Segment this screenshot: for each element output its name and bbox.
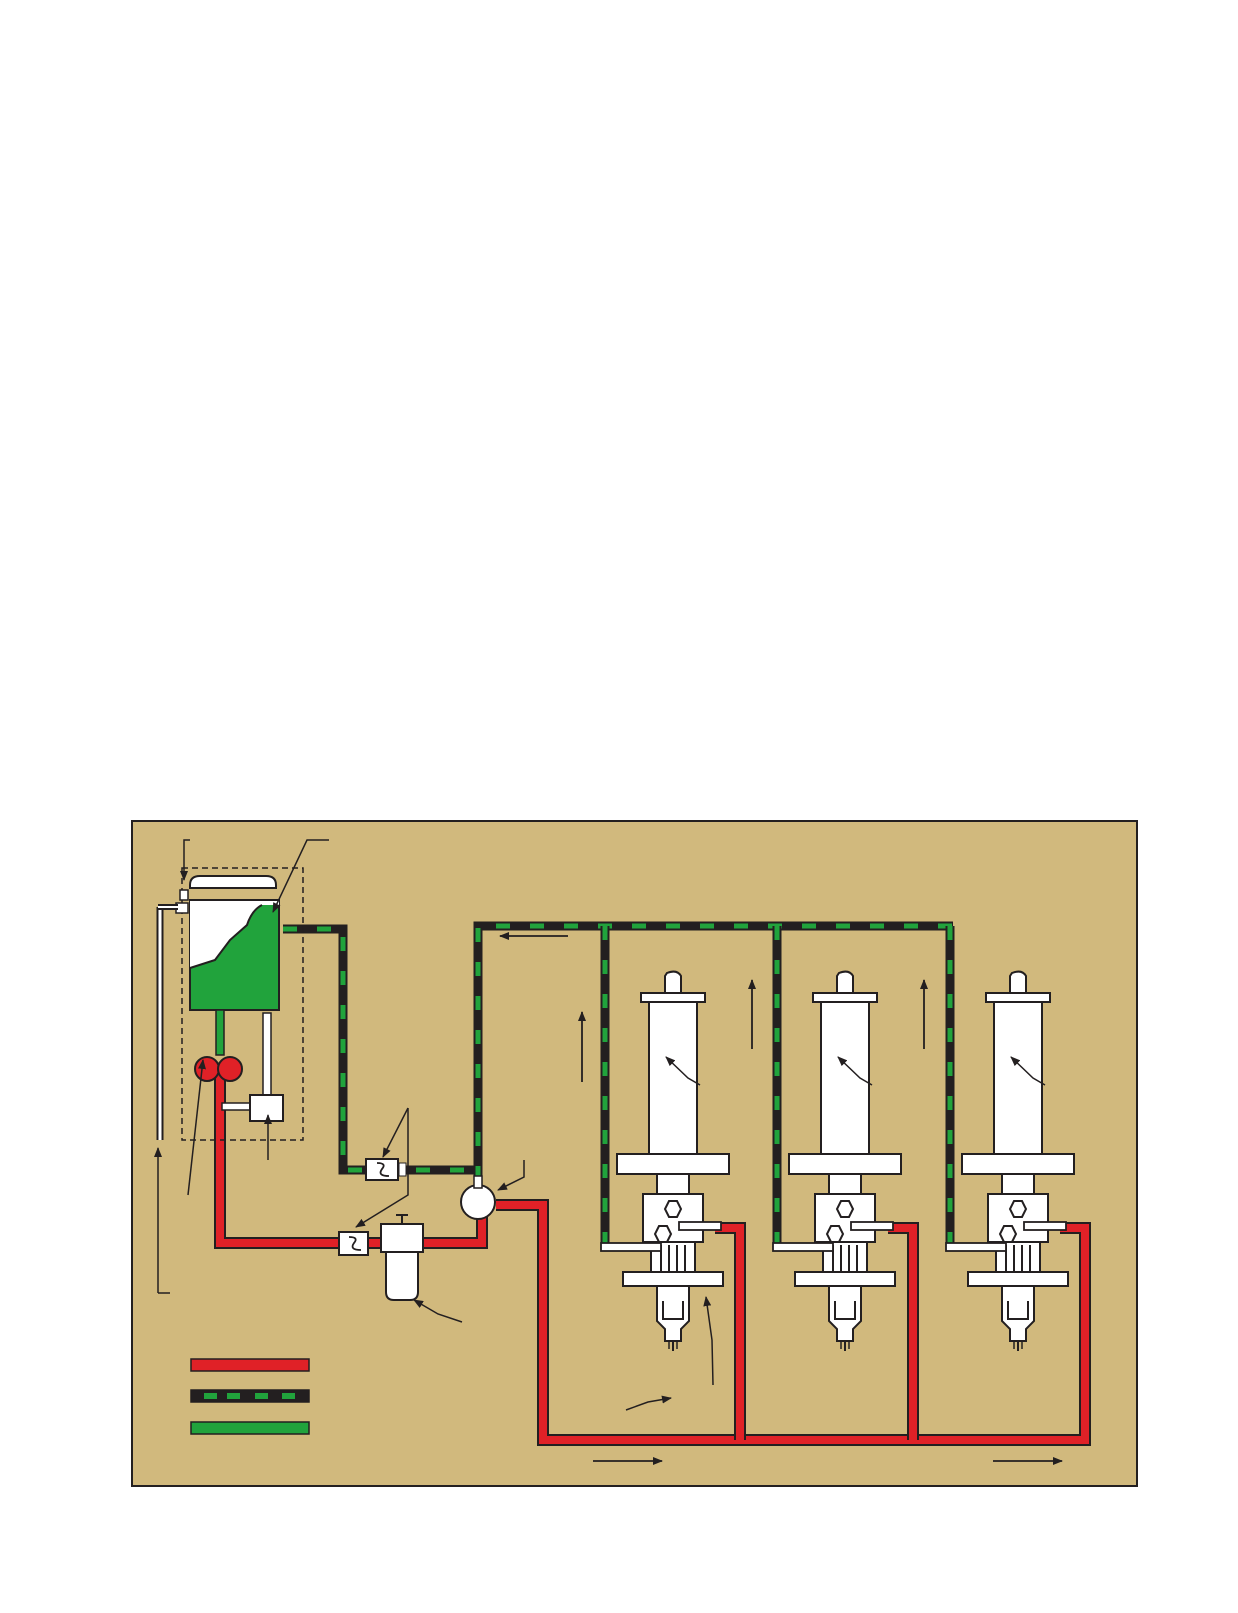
legend-swatch-supply	[190, 1358, 310, 1372]
injector-fittings	[600, 1221, 1067, 1252]
legend-swatch-fuel	[190, 1421, 310, 1435]
tank-dashed-enclosure	[181, 867, 304, 1141]
transfer-pump-left	[194, 1056, 220, 1082]
flow-arrows	[499, 932, 1063, 1465]
sender-unit	[249, 1094, 284, 1122]
pressure-regulator	[460, 1184, 496, 1220]
supply-line-check-valve	[338, 1231, 369, 1256]
legend	[190, 1358, 310, 1435]
legend-swatch-return	[190, 1389, 310, 1403]
transfer-pump-right	[217, 1056, 243, 1082]
fuel-filter	[380, 1214, 424, 1301]
return-line-check-valve	[365, 1158, 407, 1181]
leader-lines	[158, 839, 1046, 1411]
